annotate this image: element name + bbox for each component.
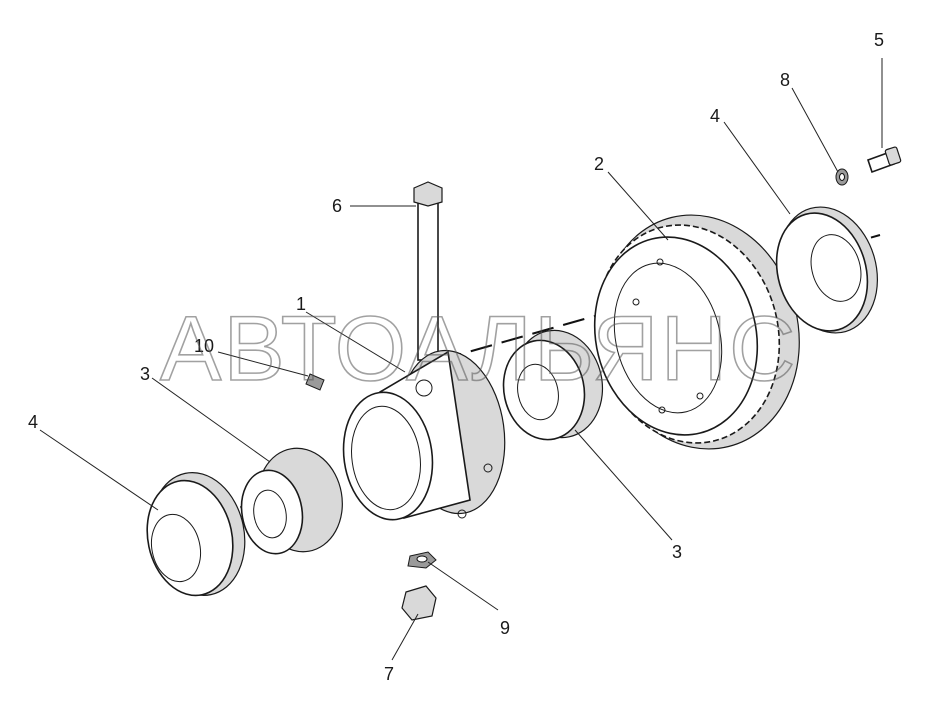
callout-3-left: 3 (140, 364, 150, 384)
callout-6: 6 (332, 196, 342, 216)
callout-9: 9 (500, 618, 510, 638)
splined-hub-left (240, 447, 343, 555)
callout-8: 8 (780, 70, 790, 90)
long-bolt (413, 181, 443, 361)
callout-4-right: 4 (710, 106, 720, 126)
bolt (866, 146, 902, 174)
callout-10: 10 (194, 336, 214, 356)
large-nut (401, 585, 437, 621)
differential-housing (342, 349, 506, 521)
thrust-cap-right (775, 206, 878, 334)
callout-7: 7 (384, 664, 394, 684)
callout-1: 1 (296, 294, 306, 314)
ring-gear (593, 214, 800, 450)
watermark: АВТОАЛЬЯНС (160, 298, 798, 400)
small-nut (407, 551, 437, 569)
washer (835, 168, 849, 186)
leader-lines (39, 58, 883, 661)
callout-5: 5 (874, 30, 884, 50)
splined-hub-right (502, 329, 604, 441)
callout-3-right: 3 (672, 542, 682, 562)
thrust-cap-left (146, 472, 246, 597)
grease-fitting (305, 373, 325, 391)
callout-2: 2 (594, 154, 604, 174)
callout-4-left: 4 (28, 412, 38, 432)
